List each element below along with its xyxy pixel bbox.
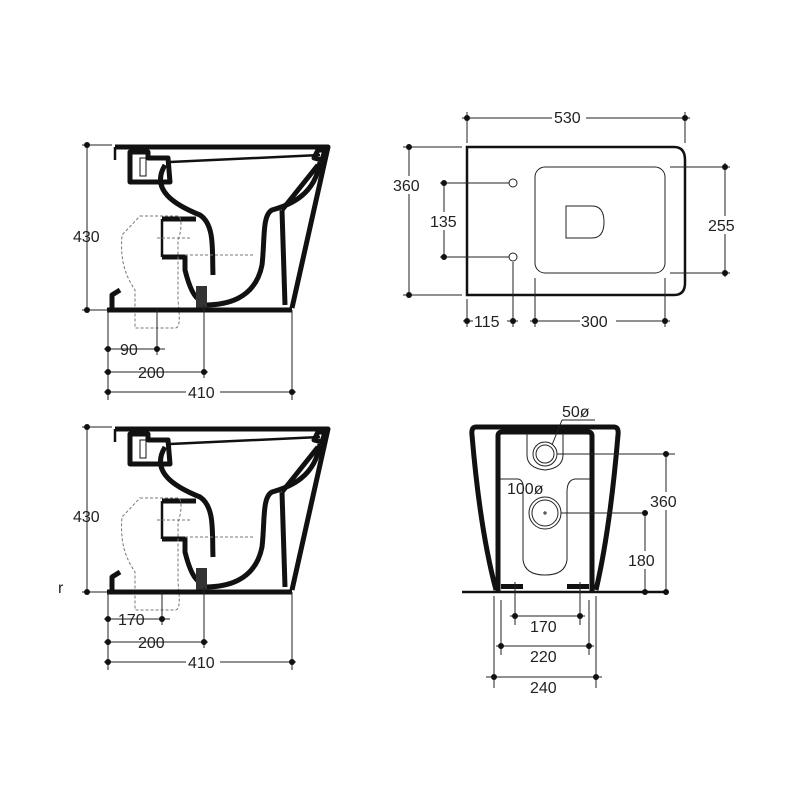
dim-220-label: 220	[530, 649, 557, 666]
dim-200-label: 200	[138, 635, 165, 652]
base-width-label: 240	[530, 680, 557, 697]
side-view-top: 430 90 200 410	[73, 142, 328, 402]
dim-410-label: 410	[188, 385, 215, 402]
dim-115-label: 115	[474, 314, 500, 331]
inlet-label: 50ø	[562, 404, 590, 421]
side-view-bottom: 430 r 170 200 410	[58, 424, 328, 672]
height-label: 430	[73, 509, 100, 526]
rear-view: 50ø 100ø 360 180 170 220 240	[462, 404, 684, 697]
dim-200-label: 200	[138, 365, 165, 382]
outlet-height-label: 180	[628, 553, 655, 570]
dim-170-label: 170	[118, 612, 145, 629]
depth-label: 360	[393, 178, 420, 195]
outlet-label: 100ø	[507, 481, 544, 498]
dim-135-label: 135	[430, 214, 457, 231]
width-label: 530	[554, 110, 581, 127]
stray-mark: r	[58, 580, 64, 597]
dim-170-label: 170	[530, 619, 557, 636]
seat-width-label: 255	[708, 218, 735, 235]
height-label: 430	[73, 229, 100, 246]
top-view: 135 360 530 255 115 300	[392, 108, 743, 331]
dim-90-label: 90	[120, 342, 138, 359]
dim-300-label: 300	[581, 314, 608, 331]
inlet-height-label: 360	[650, 494, 677, 511]
dim-410-label: 410	[188, 655, 215, 672]
